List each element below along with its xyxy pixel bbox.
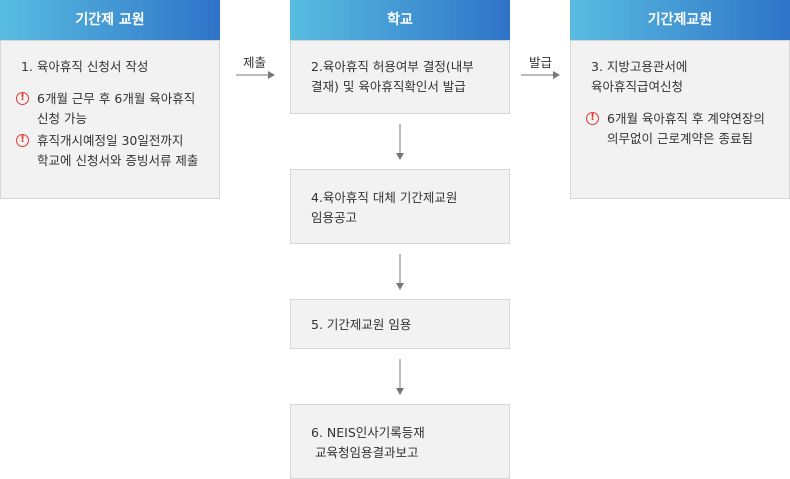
step-6-line2: 교육청임용결과보고 — [311, 445, 419, 460]
warning-icon: ! — [16, 134, 29, 147]
arrow-label-submit: 제출 — [243, 55, 267, 70]
warning-icon: ! — [16, 92, 29, 105]
step-5-line1: 5. 기간제교원 임용 — [311, 317, 412, 332]
step-box-5: 5. 기간제교원 임용 — [290, 299, 510, 349]
step-6-line1: 6. NEIS인사기록등재 — [311, 425, 425, 440]
step-1-text: 1. 육아휴직 신청서 작성 — [21, 59, 149, 74]
step-2-line2: 결재) 및 육아휴직확인서 발급 — [311, 79, 466, 94]
panel-temporary-teacher: 1. 육아휴직 신청서 작성 ! 6개월 근무 후 6개월 육아휴직 신청 가능… — [0, 40, 220, 199]
note-2-line2: 학교에 신청서와 증빙서류 제출 — [37, 153, 199, 168]
step-2-line1: 2.육아휴직 허용여부 결정(내부 — [311, 59, 474, 74]
panel-temporary-teacher-right: 3. 지방고용관서에 육아휴직급여신청 ! 6개월 육아휴직 후 계약연장의 의… — [570, 40, 790, 199]
step-4-line2: 임용공고 — [311, 210, 358, 225]
warning-icon: ! — [586, 112, 599, 125]
arrow-down-2-head — [396, 283, 404, 290]
note-2-line1: 휴직개시예정일 30일전까지 — [37, 133, 184, 148]
header-school: 학교 — [290, 0, 510, 40]
arrow-submit-head — [268, 71, 275, 79]
note-right-line2: 의무없이 근로계약은 종료됨 — [607, 131, 753, 146]
step-3-line1: 3. 지방고용관서에 — [591, 59, 688, 74]
step-box-2: 2.육아휴직 허용여부 결정(내부 결재) 및 육아휴직확인서 발급 — [290, 40, 510, 114]
arrow-label-issue: 발급 — [529, 55, 553, 70]
arrow-down-3-head — [396, 388, 404, 395]
header-temporary-teacher-right: 기간제교원 — [570, 0, 790, 40]
note-1-line2: 신청 가능 — [37, 111, 87, 126]
step-4-line1: 4.육아휴직 대체 기간제교원 — [311, 190, 458, 205]
step-3-line2: 육아휴직급여신청 — [591, 79, 684, 94]
arrow-down-1-head — [396, 153, 404, 160]
step-box-4: 4.육아휴직 대체 기간제교원 임용공고 — [290, 169, 510, 244]
note-right-line1: 6개월 육아휴직 후 계약연장의 — [607, 111, 765, 126]
arrow-issue-head — [553, 71, 560, 79]
header-temporary-teacher: 기간제 교원 — [0, 0, 220, 40]
note-1-line1: 6개월 근무 후 6개월 육아휴직 — [37, 91, 196, 106]
